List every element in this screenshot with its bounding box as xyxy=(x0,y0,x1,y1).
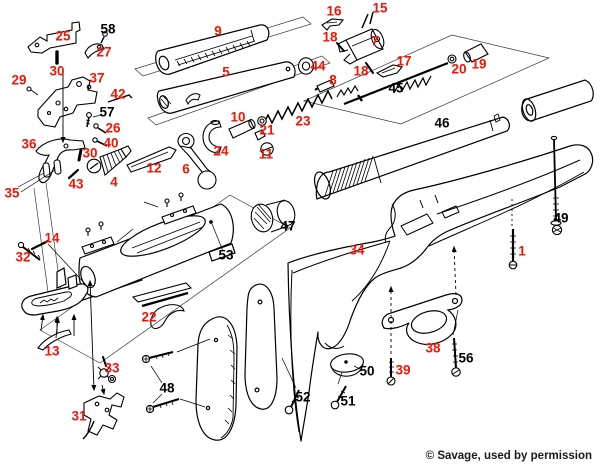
stock-screws-and-grip-cap-drawing xyxy=(281,135,563,415)
part-callout-19-34: 19 xyxy=(471,56,487,72)
firing-pin-assembly-drawing xyxy=(314,43,489,106)
bolt-head-group-drawing xyxy=(321,11,404,78)
part-callout-45-32: 45 xyxy=(388,80,404,96)
sear-and-trigger-assembly-drawing xyxy=(82,356,125,440)
part-callout-10-18: 10 xyxy=(230,109,246,125)
part-callout-23-23: 23 xyxy=(295,113,311,129)
part-callout-43-12: 43 xyxy=(68,176,84,192)
part-callout-4-14: 4 xyxy=(110,174,118,190)
part-callout-32-38: 32 xyxy=(15,249,31,265)
part-callout-24-17: 24 xyxy=(213,143,229,159)
barrel-drawing xyxy=(313,79,594,200)
part-callout-14-39: 14 xyxy=(44,230,60,246)
bolt-handle-and-safety-drawing xyxy=(177,116,274,190)
receiver-drawing xyxy=(21,203,236,316)
bolt-stop-parts-drawing xyxy=(131,282,193,330)
part-callout-6-16: 6 xyxy=(182,161,190,177)
part-callout-8-31: 8 xyxy=(329,72,337,88)
scope-base-drawings xyxy=(81,192,197,255)
mainspring-drawing xyxy=(261,89,333,128)
part-callout-48-45: 48 xyxy=(159,380,175,396)
recoil-pad-drawing xyxy=(195,283,278,441)
part-callout-26-8: 26 xyxy=(105,120,121,136)
leader-lines xyxy=(39,68,513,396)
part-callout-20-33: 20 xyxy=(451,61,467,77)
part-callout-25-0: 25 xyxy=(55,28,71,44)
part-callout-52-53: 52 xyxy=(295,389,311,405)
washer-44-drawing xyxy=(297,57,315,75)
part-callout-50-51: 50 xyxy=(359,363,375,379)
part-callout-35-13: 35 xyxy=(4,185,20,201)
bolt-release-and-sear-bracket-drawing xyxy=(17,21,133,193)
part-callout-56-50: 56 xyxy=(458,350,474,366)
copyright-notice: © Savage, used by permission xyxy=(425,450,592,462)
part-callout-27-2: 27 xyxy=(96,44,112,60)
part-callout-30-3: 30 xyxy=(49,63,65,79)
part-callout-13-42: 13 xyxy=(44,343,60,359)
part-callout-34-46: 34 xyxy=(349,242,365,258)
cocking-piece-drawing xyxy=(86,145,177,176)
recoil-pad-screws-drawing xyxy=(141,338,211,414)
stock-drawing xyxy=(287,144,594,442)
part-callout-1-47: 1 xyxy=(518,243,526,259)
part-callout-42-6: 42 xyxy=(110,86,126,102)
bolt-body-drawing xyxy=(156,61,296,114)
part-callout-21-19: 21 xyxy=(259,122,275,138)
part-callout-5-22: 5 xyxy=(222,64,230,80)
trigger-guard-drawing xyxy=(381,293,463,345)
magazine-spring-drawing xyxy=(37,329,72,351)
part-callout-7-27: 7 xyxy=(371,33,379,49)
barrel-bushing-drawing xyxy=(250,199,296,233)
part-callout-57-7: 57 xyxy=(99,104,115,120)
part-callout-36-9: 36 xyxy=(21,136,37,152)
part-callout-30-11: 30 xyxy=(82,145,98,161)
receiver-pins-screws-drawing xyxy=(17,220,224,288)
part-callout-44-28: 44 xyxy=(310,58,326,74)
part-callout-9-21: 9 xyxy=(214,23,222,39)
part-callout-40-10: 40 xyxy=(103,135,119,151)
part-callout-49-36: 49 xyxy=(553,210,569,226)
part-callout-58-1: 58 xyxy=(100,21,116,37)
part-callout-12-15: 12 xyxy=(146,160,162,176)
part-callout-17-29: 17 xyxy=(396,53,412,69)
part-callout-18-26: 18 xyxy=(322,29,338,45)
part-callout-16-24: 16 xyxy=(326,3,342,19)
part-callout-53-40: 53 xyxy=(218,247,234,263)
part-callout-15-25: 15 xyxy=(372,0,388,16)
part-callout-18-30: 18 xyxy=(353,63,369,79)
part-callout-22-41: 22 xyxy=(141,309,157,325)
part-callout-33-43: 33 xyxy=(104,360,120,376)
part-callout-39-49: 39 xyxy=(395,362,411,378)
part-callout-46-35: 46 xyxy=(434,115,450,131)
part-callout-11-20: 11 xyxy=(258,146,274,162)
part-callout-37-5: 37 xyxy=(89,70,105,86)
part-callout-38-48: 38 xyxy=(425,340,441,356)
part-callout-47-37: 47 xyxy=(280,218,296,234)
part-callout-29-4: 29 xyxy=(11,72,27,88)
part-callout-31-44: 31 xyxy=(71,408,87,424)
part-callout-51-52: 51 xyxy=(340,393,356,409)
bolt-sleeve-drawing xyxy=(155,24,270,75)
